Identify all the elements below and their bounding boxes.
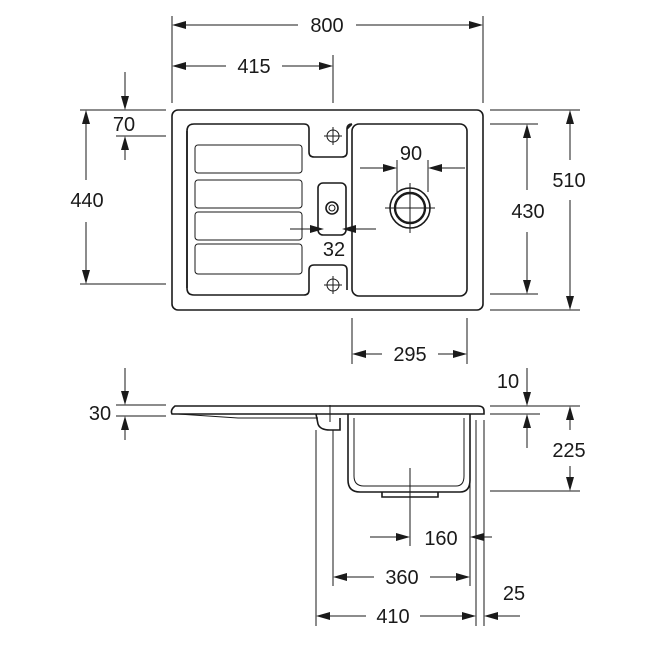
top-view: 800 415 70 440 [70,15,585,366]
sink-rim-profile [170,405,485,415]
dimension-360: 360 [332,420,471,589]
dim-label: 225 [552,440,585,462]
dimension-225: 225 [490,405,586,492]
overflow-slot [317,182,347,236]
drainer-groove [194,179,303,209]
drainer-groove [194,243,303,275]
dimension-30: 30 [89,368,166,440]
tap-hole-marker [324,276,342,294]
dimension-70: 70 [80,72,166,160]
main-bowl-outline [351,123,468,297]
dimension-440: 440 [70,110,166,285]
dimension-90: 90 [360,143,465,192]
bowl-profile [347,414,471,493]
dimension-10: 10 [490,368,540,448]
dimension-160: 160 [370,468,492,550]
sink-outer-outline [171,109,484,311]
dim-label: 90 [400,143,422,165]
dim-label: 32 [323,239,345,261]
dimension-510: 510 [490,109,586,311]
dimension-410: 410 [315,420,485,628]
dim-label: 440 [70,190,103,212]
tap-hole-marker [324,127,342,145]
drainer-groove [194,211,303,241]
dimension-295: 295 [351,318,468,366]
dim-label: 415 [237,56,270,78]
dimension-25: 25 [484,583,525,620]
dimension-800: 800 [171,15,484,103]
dim-label: 410 [376,606,409,628]
side-view: 30 10 225 160 [89,368,586,628]
dim-label: 430 [511,201,544,223]
overflow-hole [325,201,339,215]
dim-label: 510 [552,170,585,192]
dim-label: 30 [89,403,111,425]
dimension-32: 32 [290,225,376,261]
dim-label: 800 [310,15,343,37]
dim-label: 360 [385,567,418,589]
dim-label: 70 [113,114,135,136]
drainer-groove [194,144,303,174]
dim-label: 295 [393,344,426,366]
dim-label: 25 [503,583,525,605]
dimension-415: 415 [172,55,334,103]
dim-label: 160 [424,528,457,550]
drainer-outline [186,123,353,296]
dimension-430: 430 [490,123,545,295]
dim-label: 10 [497,371,519,393]
